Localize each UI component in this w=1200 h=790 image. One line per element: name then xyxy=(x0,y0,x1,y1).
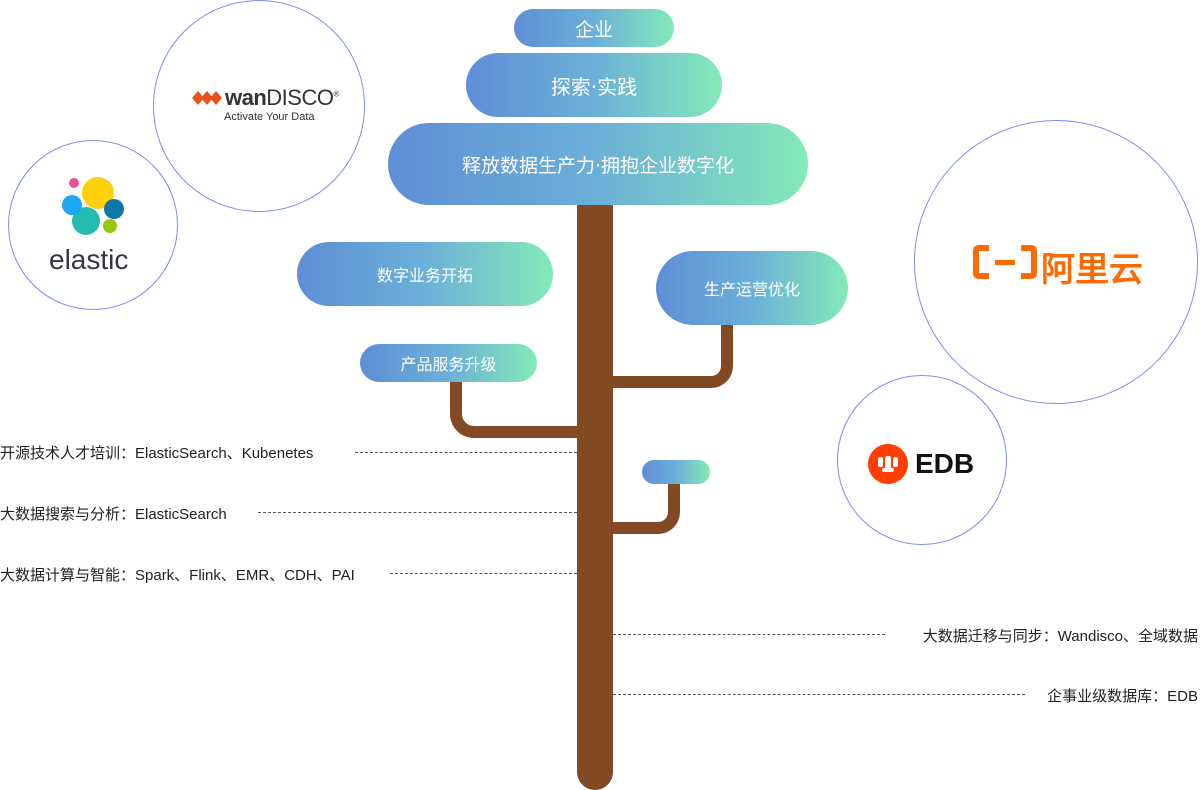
elastic-logo-circle: elastic xyxy=(8,140,178,310)
left-item-1: 开源技术人才培训：ElasticSearch、Kubenetes xyxy=(0,442,313,463)
tree-trunk xyxy=(577,190,613,790)
wandisco-registered-mark: ® xyxy=(333,90,338,99)
crown-top-label: 企业 xyxy=(575,15,613,42)
elastic-wordmark: elastic xyxy=(49,244,128,276)
edb-logo-circle: EDB xyxy=(837,375,1007,545)
right-item-1: 大数据迁移与同步：Wandisco、全域数据 xyxy=(923,625,1198,646)
crown-middle-pill: 探索·实践 xyxy=(466,53,722,117)
crown-bottom-label: 释放数据生产力·拥抱企业数字化 xyxy=(462,151,734,178)
crown-bottom-pill: 释放数据生产力·拥抱企业数字化 xyxy=(388,123,808,205)
left-item-3: 大数据计算与智能：Spark、Flink、EMR、CDH、PAI xyxy=(0,564,355,585)
left-leader-2 xyxy=(258,512,577,513)
left-item-2: 大数据搜索与分析：ElasticSearch xyxy=(0,503,227,524)
wandisco-name-a: wan xyxy=(225,85,266,110)
left-leader-3 xyxy=(390,573,577,574)
left-leader-1 xyxy=(355,452,577,453)
production-ops-label: 生产运营优化 xyxy=(704,276,800,300)
right-item-2: 企事业级数据库：EDB xyxy=(1047,685,1198,706)
product-service-label: 产品服务升级 xyxy=(400,351,496,375)
product-service-pill: 产品服务升级 xyxy=(360,344,537,382)
elastic-cluster-icon xyxy=(58,171,128,241)
wandisco-chevrons-icon xyxy=(192,90,224,106)
wandisco-wordmark: wanDISCO® xyxy=(225,85,339,111)
edb-elephant-icon xyxy=(868,444,908,484)
aliyun-wordmark: 阿里云 xyxy=(1041,242,1143,291)
digital-business-pill: 数字业务开拓 xyxy=(297,242,553,306)
crown-top-pill: 企业 xyxy=(514,9,674,47)
branch-right-ops xyxy=(610,318,733,388)
right-leader-1 xyxy=(613,634,885,635)
small-branch-pill xyxy=(642,460,710,484)
production-ops-pill: 生产运营优化 xyxy=(656,251,848,325)
aliyun-bracket-icon xyxy=(973,245,1037,279)
crown-middle-label: 探索·实践 xyxy=(551,71,637,100)
branch-right-small xyxy=(610,476,680,534)
wandisco-name-b: DISCO xyxy=(266,85,333,110)
branch-left-product xyxy=(450,378,580,438)
edb-wordmark: EDB xyxy=(915,448,974,480)
wandisco-tagline: Activate Your Data xyxy=(224,111,315,123)
wandisco-logo-circle: wanDISCO® Activate Your Data xyxy=(153,0,365,212)
digital-business-label: 数字业务开拓 xyxy=(377,262,473,286)
right-leader-2 xyxy=(613,694,1025,695)
aliyun-logo-circle: 阿里云 xyxy=(914,120,1198,404)
